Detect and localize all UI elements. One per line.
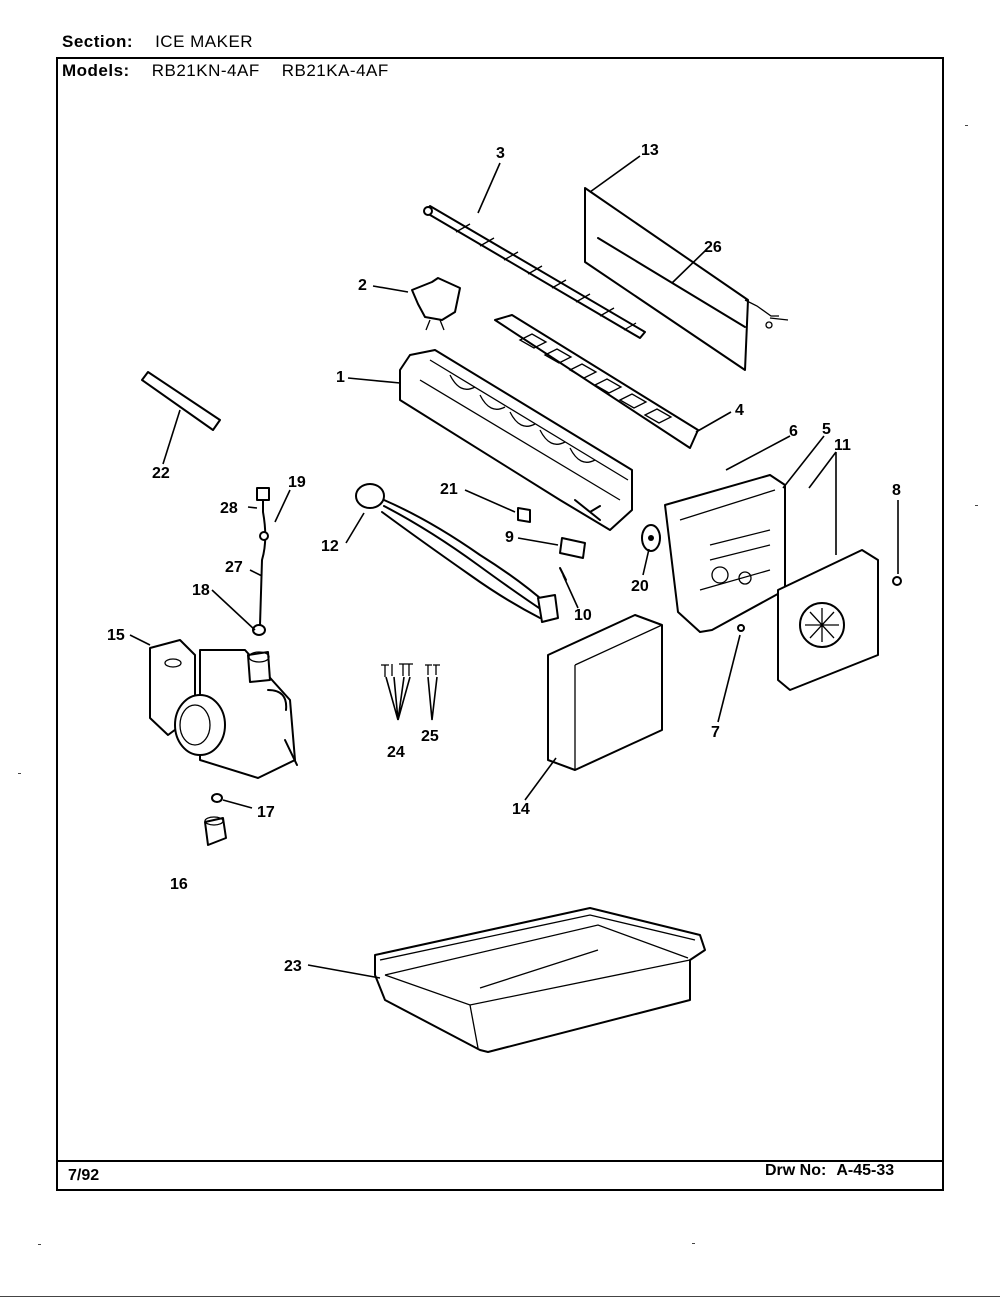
callout-25: 25: [421, 728, 439, 745]
part-23-ice-bucket: [374, 907, 706, 1053]
callout-2: 2: [358, 277, 367, 294]
models-header: Models: RB21KN-4AF RB21KA-4AF: [62, 61, 389, 81]
part-5-control-housing: [664, 474, 786, 633]
callout-17: 17: [257, 804, 275, 821]
callout-4: 4: [735, 402, 744, 419]
callout-16: 16: [170, 876, 188, 893]
callout-24: 24: [387, 744, 405, 761]
model-1: RB21KN-4AF: [151, 61, 260, 80]
callout-numbers: 1 2 3 4 5 6 7 8 9 10 11 12 13 14 15 16 1…: [107, 142, 901, 975]
part-7-screw: [737, 624, 745, 632]
scan-speck: [692, 1243, 695, 1244]
callout-5: 5: [822, 421, 831, 438]
callout-6: 6: [789, 423, 798, 440]
footer-drawing-number: Drw No: A-45-33: [765, 1162, 894, 1180]
part-14-cover-panel: [547, 614, 663, 771]
callout-9: 9: [505, 529, 514, 546]
scan-speck: [38, 1244, 41, 1245]
callout-22: 22: [152, 465, 170, 482]
callout-21: 21: [440, 481, 458, 498]
part-11-motor-plate: [777, 549, 879, 691]
callout-18: 18: [192, 582, 210, 599]
callout-11: 11: [834, 437, 851, 454]
part-21-clip: [517, 507, 531, 523]
part-8-screw: [892, 576, 902, 586]
footer-date: 7/92: [68, 1167, 100, 1184]
part-25-screws: [425, 664, 440, 675]
part-13-cover: [584, 187, 789, 371]
part-27-water-tube: [252, 487, 270, 636]
model-2: RB21KA-4AF: [281, 61, 389, 80]
scan-speck: [965, 125, 968, 126]
drawing-frame: [56, 57, 944, 1191]
callout-7: 7: [711, 724, 720, 741]
drawing-label: Drw No:: [765, 1162, 827, 1179]
drawing-number: A-45-33: [836, 1162, 895, 1179]
callout-23: 23: [284, 958, 302, 975]
part-16-nut: [204, 816, 227, 846]
models-label: Models:: [62, 61, 130, 80]
part-20-thermostat: [641, 524, 661, 552]
part-22-fill-tube: [141, 371, 221, 431]
callout-20: 20: [631, 578, 649, 595]
callout-27: 27: [225, 559, 243, 576]
part-2-bracket: [411, 277, 461, 331]
part-1-ice-mold: [399, 349, 633, 531]
callout-8: 8: [892, 482, 901, 499]
footer-rule: [56, 1160, 944, 1162]
callout-14: 14: [512, 801, 530, 818]
callout-19: 19: [288, 474, 306, 491]
part-12-wire-harness: [355, 483, 559, 623]
callout-10: 10: [574, 607, 592, 624]
scan-speck: [975, 505, 978, 506]
callout-12: 12: [321, 538, 339, 555]
callout-28: 28: [220, 500, 238, 517]
callout-1: 1: [336, 369, 345, 386]
callout-13: 13: [641, 142, 659, 159]
leader-lines: [129, 155, 899, 979]
callout-26: 26: [704, 239, 722, 256]
part-15-water-valve: [149, 639, 298, 779]
callout-3: 3: [496, 145, 505, 162]
part-17-oring: [211, 793, 223, 803]
part-9-clamp: [559, 537, 586, 559]
part-3-ejector-blade: [423, 205, 646, 339]
section-label: Section:: [62, 32, 134, 51]
section-value: ICE MAKER: [155, 32, 254, 51]
scan-speck: [18, 773, 21, 774]
part-24-screws: [381, 663, 413, 677]
callout-15: 15: [107, 627, 125, 644]
section-header: Section: ICE MAKER: [62, 32, 253, 52]
